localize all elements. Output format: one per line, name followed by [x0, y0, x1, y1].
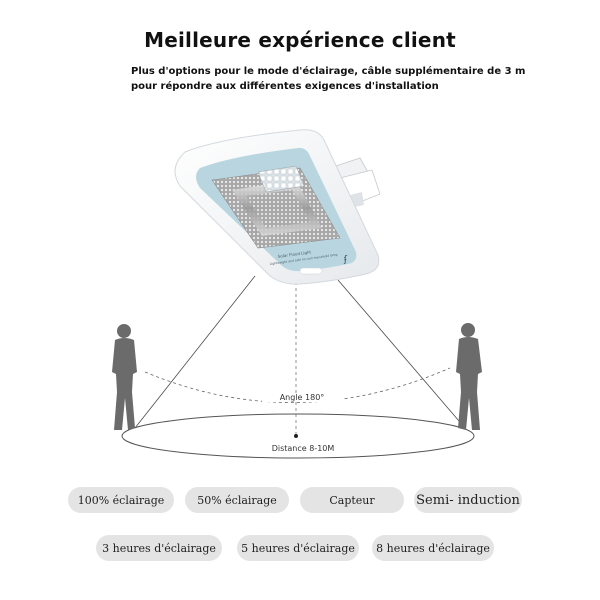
lamp-label-1: Solar Flood Light: [277, 249, 311, 259]
ground-ellipse: [121, 413, 475, 459]
solar-flood-light: Solar Flood Light Lightweight and safe n…: [174, 129, 380, 285]
mode-pill-50: 50% éclairage: [185, 487, 289, 513]
mode-pill-semi-induction: Semi- induction: [414, 487, 522, 513]
mode-pill-100: 100% éclairage: [68, 487, 174, 513]
lighting-diagram: Solar Flood Light Lightweight and safe n…: [112, 129, 482, 459]
lamp-logo-icon: ʄ: [343, 255, 348, 265]
center-point: [294, 434, 298, 438]
person-left-icon: [112, 324, 137, 430]
led-array: [257, 165, 305, 193]
distance-label: Distance 8-10M: [271, 444, 335, 453]
page-subtitle: Plus d'options pour le mode d'éclairage,…: [131, 64, 551, 94]
duration-pill-5h: 5 heures d'éclairage: [237, 535, 359, 561]
page-title: Meilleure expérience client: [144, 28, 456, 52]
angle-label: Angle 180°: [262, 393, 342, 402]
light-beam-left: [134, 275, 256, 429]
mode-pill-sensor: Capteur: [300, 487, 404, 513]
lamp-sensor: [299, 267, 323, 275]
duration-pill-3h: 3 heures d'éclairage: [96, 535, 222, 561]
subtitle-line-2: pour répondre aux différentes exigences …: [131, 81, 439, 92]
subtitle-line-1: Plus d'options pour le mode d'éclairage,…: [131, 66, 526, 77]
duration-pill-8h: 8 heures d'éclairage: [372, 535, 494, 561]
light-beam-right: [337, 279, 466, 429]
angle-arc: [144, 367, 451, 403]
person-right-icon: [456, 323, 482, 430]
